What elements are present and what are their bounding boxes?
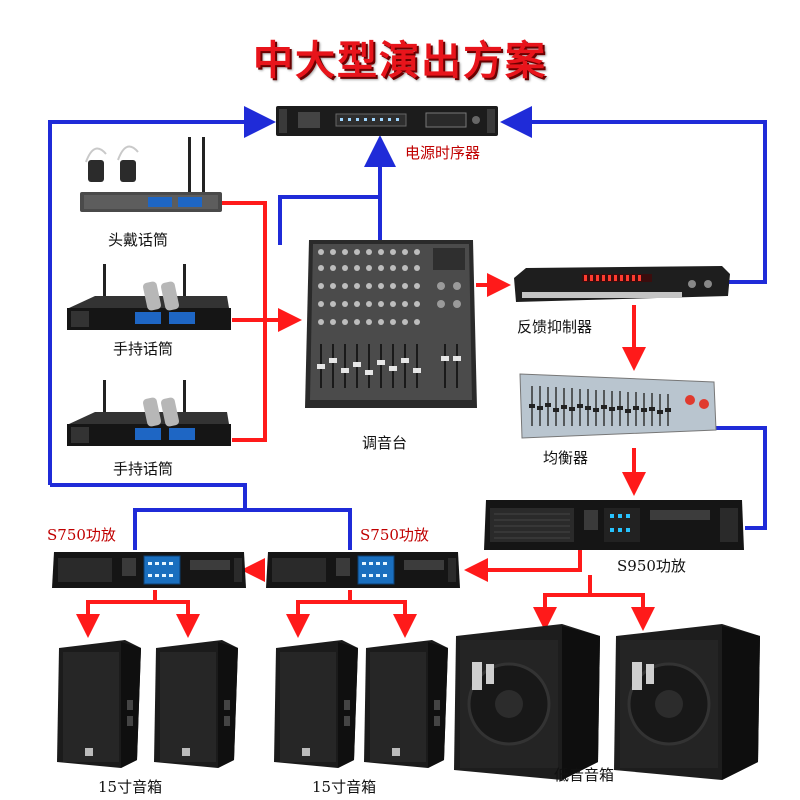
power-lines [48,106,767,550]
power-sequencer-label: 电源时序器 [405,144,481,162]
mixer-label: 调音台 [362,434,408,452]
signal-lines [76,201,655,638]
amp-s750-left-device [52,552,246,588]
amp-s950-device [484,500,744,550]
handheld-mic-2-device [67,380,231,446]
handheld-mic-1-label: 手持话筒 [113,340,174,358]
subwoofer-2-device [614,624,760,780]
equalizer-label: 均衡器 [543,449,589,467]
feedback-suppressor-label: 反馈抑制器 [517,318,593,336]
amp-s950-label: S950功放 [617,557,686,575]
speaker-15-4-device [364,640,448,768]
subwoofer-1-device [454,624,600,780]
speaker-15-right-label: 15寸音箱 [312,778,377,796]
speaker-15-3-device [274,640,358,768]
mixer-device [305,240,477,408]
subwoofer-label: 低音音箱 [554,766,615,784]
headset-mic-label: 头戴话筒 [108,231,169,249]
speaker-15-2-device [154,640,238,768]
diagram-title: 中大型演出方案 [253,38,547,84]
headset-mic-device [80,137,222,212]
amp-s750-left-label: S750功放 [47,526,116,544]
speaker-15-left-label: 15寸音箱 [98,778,163,796]
equalizer-device [519,373,717,439]
handheld-mic-2-label: 手持话筒 [113,460,174,478]
feedback-suppressor-device [514,266,730,302]
amp-s750-right-label: S750功放 [360,526,429,544]
handheld-mic-1-device [67,264,231,330]
amp-s750-right-device [266,552,460,588]
power-sequencer-device [276,106,498,136]
speaker-15-1-device [57,640,141,768]
